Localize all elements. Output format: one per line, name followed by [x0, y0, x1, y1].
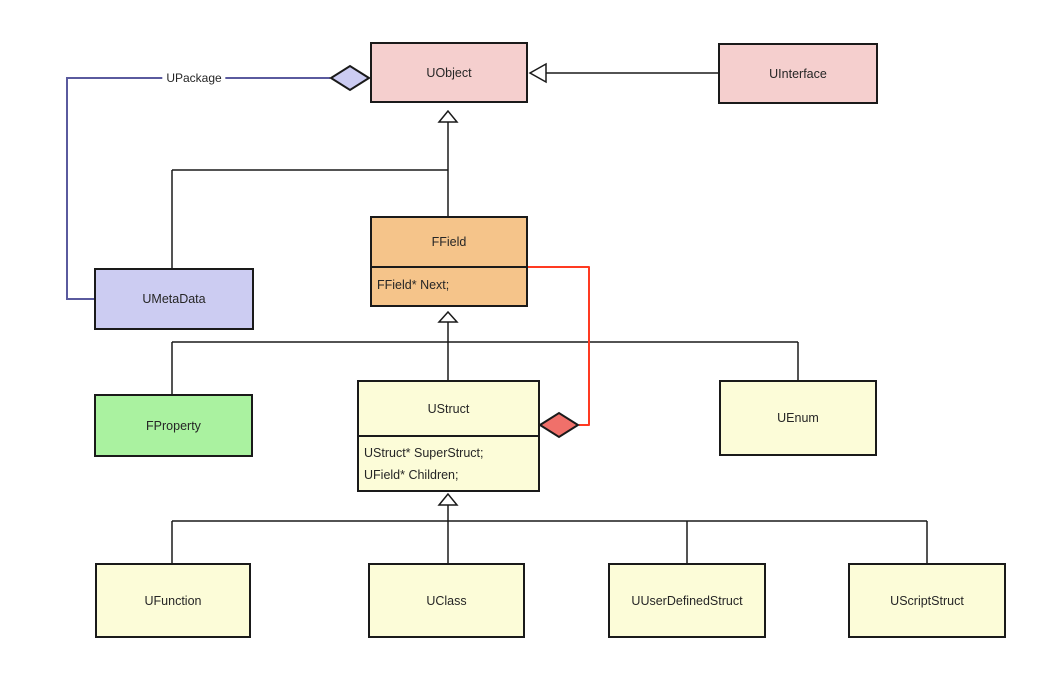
class-umetadata-label: UMetaData — [142, 292, 206, 306]
edge-tree-ffield-children[interactable] — [171, 310, 799, 394]
class-uobject[interactable]: UObject — [370, 42, 528, 103]
composition-diamond — [538, 411, 580, 439]
class-uscriptstruct-label: UScriptStruct — [890, 593, 964, 608]
edge-uinterface-uobject[interactable] — [528, 62, 718, 84]
class-ffield[interactable]: FField FField* Next; — [370, 216, 528, 307]
class-uuserdefinedstruct-label: UUserDefinedStruct — [631, 593, 743, 608]
class-fproperty-label: FProperty — [146, 418, 201, 433]
class-ffield-title: FField — [372, 218, 526, 268]
class-uuserdefinedstruct[interactable]: UUserDefinedStruct — [608, 563, 766, 638]
class-uenum-label: UEnum — [777, 411, 819, 425]
edge-upackage-aggregation[interactable] — [66, 64, 371, 300]
attribute-line: UField* Children; — [364, 468, 459, 482]
class-uobject-label: UObject — [426, 65, 472, 80]
class-uenum[interactable]: UEnum — [719, 380, 877, 456]
class-ustruct[interactable]: UStruct UStruct* SuperStruct; UField* Ch… — [357, 380, 540, 492]
class-ustruct-title: UStruct — [359, 382, 538, 437]
class-ffield-attributes: FField* Next; — [372, 268, 526, 293]
class-uclass[interactable]: UClass — [368, 563, 525, 638]
class-ustruct-attributes: UStruct* SuperStruct; UField* Children; — [359, 437, 538, 486]
class-uinterface[interactable]: UInterface — [718, 43, 878, 104]
class-uclass-label: UClass — [426, 593, 467, 608]
edge-tree-uobject-children[interactable] — [171, 109, 459, 268]
class-ufunction[interactable]: UFunction — [95, 563, 251, 638]
class-ufunction-label: UFunction — [144, 593, 202, 608]
class-uinterface-label: UInterface — [769, 66, 827, 81]
edge-tree-ustruct-children[interactable] — [171, 492, 928, 563]
class-uscriptstruct[interactable]: UScriptStruct — [848, 563, 1006, 638]
edge-ffield-ustruct-composition[interactable] — [528, 266, 590, 439]
attribute-line: FField* Next; — [377, 278, 450, 292]
class-fproperty[interactable]: FProperty — [94, 394, 253, 457]
edge-label-upackage[interactable]: UPackage — [162, 71, 226, 85]
aggregation-diamond — [329, 64, 371, 92]
class-umetadata[interactable]: UMetaData — [94, 268, 254, 330]
attribute-line: UStruct* SuperStruct; — [364, 446, 484, 460]
